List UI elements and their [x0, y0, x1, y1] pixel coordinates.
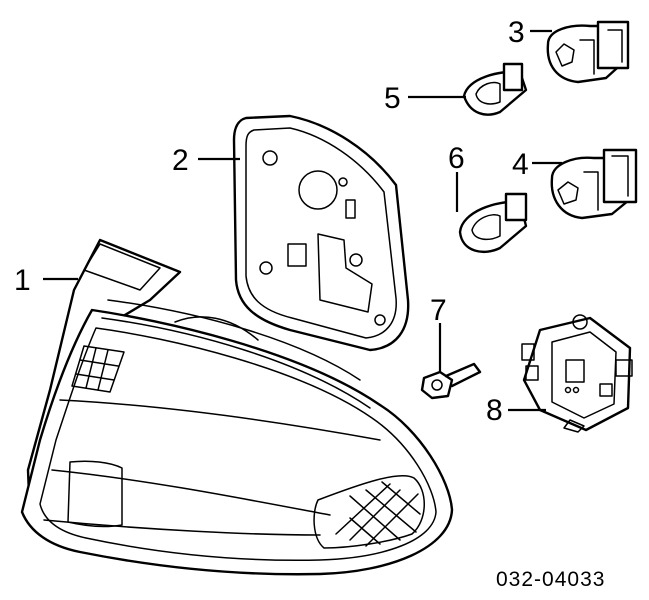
socket-lower: [550, 148, 638, 220]
callout-7: 7: [430, 294, 447, 327]
gasket: [232, 114, 410, 352]
callout-8: 8: [486, 394, 503, 427]
callout-3: 3: [508, 16, 525, 49]
leader-lines: [43, 29, 562, 412]
screw: [420, 362, 482, 400]
bulb-upper: [462, 62, 528, 116]
socket-upper: [546, 20, 630, 84]
bulb-lower: [458, 192, 528, 253]
diagram-code: 032-04033: [496, 568, 605, 591]
callout-6: 6: [448, 142, 465, 175]
callout-5: 5: [384, 82, 401, 115]
bulb-holder-plate: [521, 314, 633, 433]
taillight-assembly: [20, 238, 454, 576]
callout-1: 1: [14, 264, 31, 297]
callout-2: 2: [172, 144, 189, 177]
callout-4: 4: [512, 148, 529, 181]
